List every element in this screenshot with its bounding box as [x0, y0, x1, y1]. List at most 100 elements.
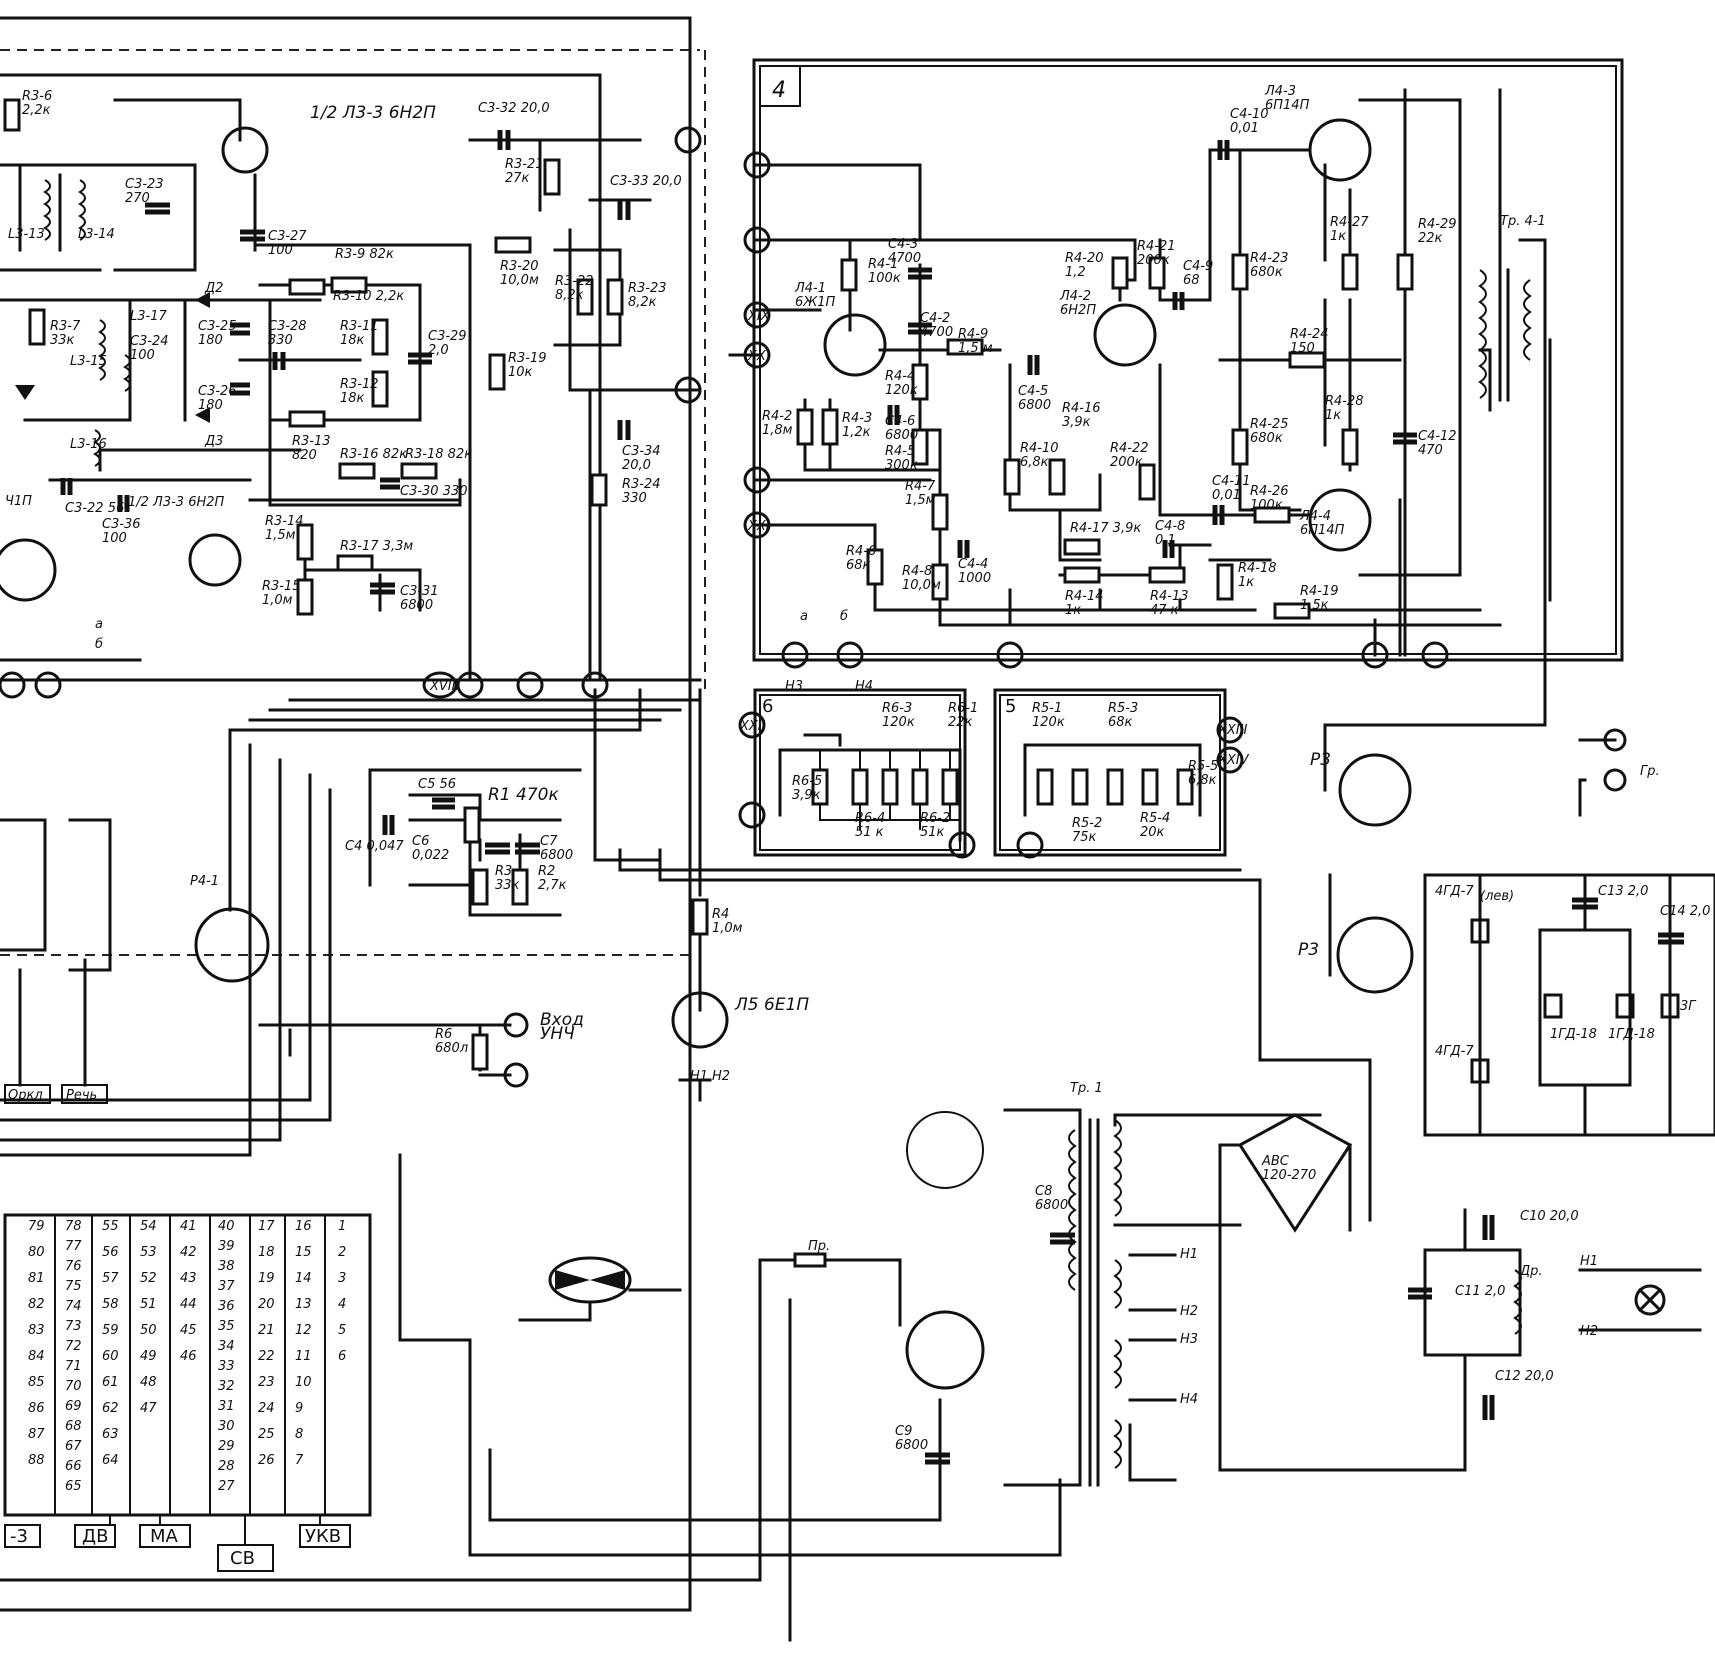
- switch-contact-number: 65: [65, 1479, 82, 1494]
- resistor-r36: [3, 98, 21, 132]
- speaker-4gd7-top: [1470, 918, 1490, 944]
- switch-contact-numbers: 7980818283848586878878777675747372717069…: [28, 1219, 346, 1494]
- switch-contact-number: 9: [295, 1401, 303, 1416]
- transformer-tr41: [1478, 268, 1532, 402]
- tube-l5: [671, 991, 729, 1049]
- label-n1: Н1: [1180, 1247, 1198, 1262]
- connector-p3-top: [1338, 753, 1412, 827]
- label-h4: Н4: [855, 679, 873, 694]
- switch-contact-number: 84: [28, 1349, 45, 1364]
- label-p3b: P3: [1298, 940, 1319, 960]
- resistor-r419: [1273, 602, 1311, 620]
- resistor-r421: [1148, 256, 1166, 290]
- label-c11: C11 2,0: [1455, 1284, 1505, 1299]
- resistor-r428: [1341, 428, 1359, 466]
- tone-section: [0, 688, 1372, 1222]
- resistor-r313: [288, 410, 326, 428]
- switch-contact-number: 88: [28, 1453, 45, 1468]
- terminal-xxii: XXII: [739, 719, 766, 734]
- block-5-number: 5: [1005, 696, 1016, 717]
- switch-contact-number: 2: [338, 1245, 346, 1260]
- block-number-box: [759, 65, 801, 107]
- switch-contact-number: 26: [258, 1453, 275, 1468]
- label-h2: Н2: [1580, 1324, 1598, 1339]
- resistor-r4: [691, 898, 709, 936]
- band-label-sv: СВ: [230, 1548, 255, 1569]
- resistor-r425: [1231, 428, 1249, 466]
- fuse-pr: [793, 1252, 827, 1268]
- switch-contact-number: 36: [218, 1299, 235, 1314]
- tube-l43: [1308, 118, 1372, 182]
- resistor-r426: [1253, 506, 1291, 524]
- label-l317: L3-17: [130, 309, 167, 324]
- tube-l42: [1093, 303, 1157, 367]
- connector-p41: [194, 907, 270, 983]
- switch-contact-number: 76: [65, 1259, 82, 1274]
- label-h1: Н1: [1580, 1254, 1598, 1269]
- switch-contact-number: 69: [65, 1399, 82, 1414]
- switch-contact-number: 32: [218, 1379, 235, 1394]
- switch-contact-number: 61: [102, 1375, 119, 1390]
- band-label-ma: МА: [150, 1526, 179, 1547]
- switch-contact-number: 48: [140, 1375, 157, 1390]
- tone-components: [194, 797, 729, 1088]
- switch-contact-number: 21: [258, 1323, 275, 1338]
- label-r316: R3-16 82к: [340, 447, 407, 462]
- terminal-xix: XIX: [747, 309, 771, 324]
- label-left-tube: Ч1П: [5, 494, 32, 509]
- label-n4: Н4: [1180, 1392, 1198, 1407]
- resistor-r62: [911, 768, 929, 806]
- label-tr41: Тр. 4-1: [1500, 214, 1546, 229]
- label-a-top: а: [800, 609, 808, 624]
- resistor-r413: [1148, 566, 1186, 584]
- label-d3: Д3: [204, 434, 223, 449]
- speaker-section: [1323, 653, 1684, 1137]
- resistor-r410: [1048, 458, 1066, 496]
- tube-l33-bottom: [188, 533, 242, 587]
- label-r1: R1 470к: [488, 785, 559, 805]
- resistor-r314: [296, 523, 314, 561]
- switch-contact-number: 87: [28, 1427, 45, 1442]
- resistor-r44: [911, 363, 929, 401]
- mains-connector: [905, 1310, 985, 1390]
- switch-contact-number: 71: [65, 1359, 82, 1374]
- switch-contact-number: 74: [65, 1299, 82, 1314]
- switch-contact-number: 11: [295, 1349, 312, 1364]
- switch-contact-number: 85: [28, 1375, 45, 1390]
- resistor-r429: [1396, 253, 1414, 291]
- label-a-left: а: [95, 617, 103, 632]
- label-b-left: б: [95, 637, 103, 652]
- tubes-rf: [0, 126, 269, 602]
- resistor-r53: [1106, 768, 1124, 806]
- connector-p3-bottom: [1336, 916, 1414, 994]
- label-n2: Н2: [1180, 1304, 1198, 1319]
- label-l313: L3-13: [8, 227, 45, 242]
- resistor-r317: [336, 554, 374, 572]
- switch-contact-number: 18: [258, 1245, 275, 1260]
- resistor-r322: [576, 278, 594, 316]
- block4-resistors: [796, 253, 1414, 620]
- resistor-r324: [590, 473, 608, 507]
